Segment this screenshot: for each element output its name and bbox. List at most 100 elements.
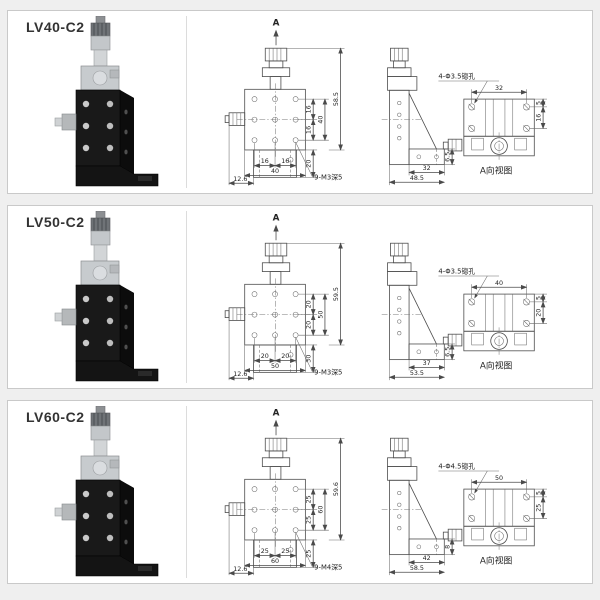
dim-front-left-offset: 12.6 <box>233 176 247 183</box>
dim-front-total-height: 59.5 <box>333 287 340 301</box>
product-photo-cell <box>8 11 186 193</box>
base-foot <box>75 360 159 382</box>
dim-front-bottom-pitch-left: 20 <box>261 353 269 360</box>
dim-side-inner-width: 37 <box>423 360 431 367</box>
dim-side-base-height: 6.5 <box>445 152 452 162</box>
dim-front-bottom-total: 60 <box>271 558 279 565</box>
dim-front-total-height: 58.5 <box>333 92 340 106</box>
technical-drawing-cell: A <box>187 11 592 193</box>
side-view: 37 53.5 6.5 <box>381 242 456 381</box>
mounting-bracket <box>80 260 120 286</box>
dim-side-total-width: 48.5 <box>410 175 424 182</box>
aview-corner-holes <box>468 298 530 327</box>
dim-front-bottom-total: 50 <box>271 363 279 370</box>
dimension-drawing: A <box>224 409 547 576</box>
front-hole-pattern <box>251 291 299 338</box>
aview-corner-holes <box>468 103 530 132</box>
product-photo <box>54 406 159 577</box>
dim-aview-width: 32 <box>495 85 503 92</box>
cell-divider <box>186 16 187 188</box>
view-direction-arrow-icon <box>273 29 279 37</box>
view-direction-marker: A <box>273 409 280 419</box>
mounting-bracket <box>80 455 120 481</box>
dim-side-inner-width: 32 <box>423 165 431 172</box>
dim-front-bottom-pitch-right: 20 <box>281 353 289 360</box>
dim-side-total-width: 53.5 <box>410 370 424 377</box>
dim-front-left-offset: 12.6 <box>233 566 247 573</box>
thread-note: 9-M3深5 <box>314 367 342 376</box>
dim-front-bottom-pitch-right: 25 <box>281 548 289 555</box>
dim-front-pitch-bottom: 20 <box>306 321 313 329</box>
dim-front-pitch-total: 60 <box>317 506 324 514</box>
micrometer-head <box>90 211 111 262</box>
stage-body <box>75 284 134 369</box>
dim-side-base-height: 8 <box>445 545 452 549</box>
dim-side-inner-width: 42 <box>423 555 431 562</box>
dim-front-pitch-total: 40 <box>317 116 324 124</box>
dim-front-pitch-total: 50 <box>317 311 324 319</box>
side-clamp-knob <box>54 503 77 521</box>
product-row: LV50-C2 <box>7 205 593 389</box>
dimension-drawing: A <box>224 19 547 186</box>
view-direction-marker: A <box>273 214 280 224</box>
micrometer-head <box>90 16 111 67</box>
thread-note: 9-M3深5 <box>314 172 342 181</box>
aview-caption: A向视图 <box>480 359 513 371</box>
dim-front-bottom-pitch-left: 16 <box>261 158 269 165</box>
dim-front-pitch-top: 20 <box>306 300 313 308</box>
stage-body <box>75 89 134 174</box>
aview-caption: A向视图 <box>480 554 513 566</box>
a-direction-view: 4-Φ4.5锪孔 <box>438 462 547 566</box>
dim-side-base-height: 6.5 <box>445 347 452 357</box>
dim-aview-width: 40 <box>495 280 503 287</box>
front-view: A <box>224 214 345 381</box>
mounting-bracket <box>80 65 120 91</box>
technical-drawing-cell: A <box>187 401 592 583</box>
aview-caption: A向视图 <box>480 164 513 176</box>
technical-drawing-cell: A <box>187 206 592 388</box>
front-view: A <box>224 409 345 576</box>
side-clamp-knob <box>54 308 77 326</box>
dim-front-pitch-bottom: 16 <box>306 126 313 134</box>
product-row: LV60-C2 <box>7 400 593 584</box>
dim-aview-edge-margin: 5 <box>536 491 543 495</box>
dim-aview-hole-pitch: 20 <box>536 309 543 317</box>
dim-side-total-width: 58.5 <box>410 565 424 572</box>
dim-front-pitch-top: 16 <box>306 105 313 113</box>
side-clamp-knob <box>54 113 77 131</box>
view-direction-arrow-icon <box>273 224 279 232</box>
dim-front-below-square: 25 <box>306 550 313 558</box>
view-direction-arrow-icon <box>273 419 279 427</box>
dim-aview-width: 50 <box>495 475 503 482</box>
stage-body <box>75 479 134 564</box>
thread-note: 9-M4深5 <box>314 562 342 571</box>
dim-front-below-square: 20 <box>306 160 313 168</box>
side-view: 42 58.5 8 <box>381 437 456 576</box>
cell-divider <box>186 406 187 578</box>
cell-divider <box>186 211 187 383</box>
dim-front-left-offset: 12.6 <box>233 371 247 378</box>
dim-aview-edge-margin: 5 <box>536 296 543 300</box>
dim-aview-edge-margin: 5 <box>536 101 543 105</box>
base-foot <box>75 555 159 577</box>
dim-front-pitch-bottom: 25 <box>306 516 313 524</box>
front-view: A <box>224 19 345 186</box>
counterbore-note: 4-Φ3.5锪孔 <box>438 267 475 276</box>
product-title: LV50-C2 <box>26 214 85 230</box>
product-title: LV40-C2 <box>26 19 85 35</box>
dim-front-pitch-top: 25 <box>306 495 313 503</box>
dim-front-total-height: 59.6 <box>333 482 340 496</box>
dimension-drawing: A <box>224 214 547 381</box>
dim-aview-hole-pitch: 16 <box>536 114 543 122</box>
counterbore-note: 4-Φ4.5锪孔 <box>438 462 475 471</box>
dim-aview-hole-pitch: 25 <box>536 504 543 512</box>
product-photo <box>54 211 159 382</box>
dim-front-bottom-pitch-right: 16 <box>281 158 289 165</box>
catalog-rows: LV40-C2 <box>7 10 593 584</box>
dim-front-below-square: 30 <box>306 355 313 363</box>
product-row: LV40-C2 <box>7 10 593 194</box>
aview-corner-holes <box>468 493 530 522</box>
base-foot <box>75 165 159 187</box>
product-title: LV60-C2 <box>26 409 85 425</box>
a-direction-view: 4-Φ3.5锪孔 <box>438 72 547 176</box>
